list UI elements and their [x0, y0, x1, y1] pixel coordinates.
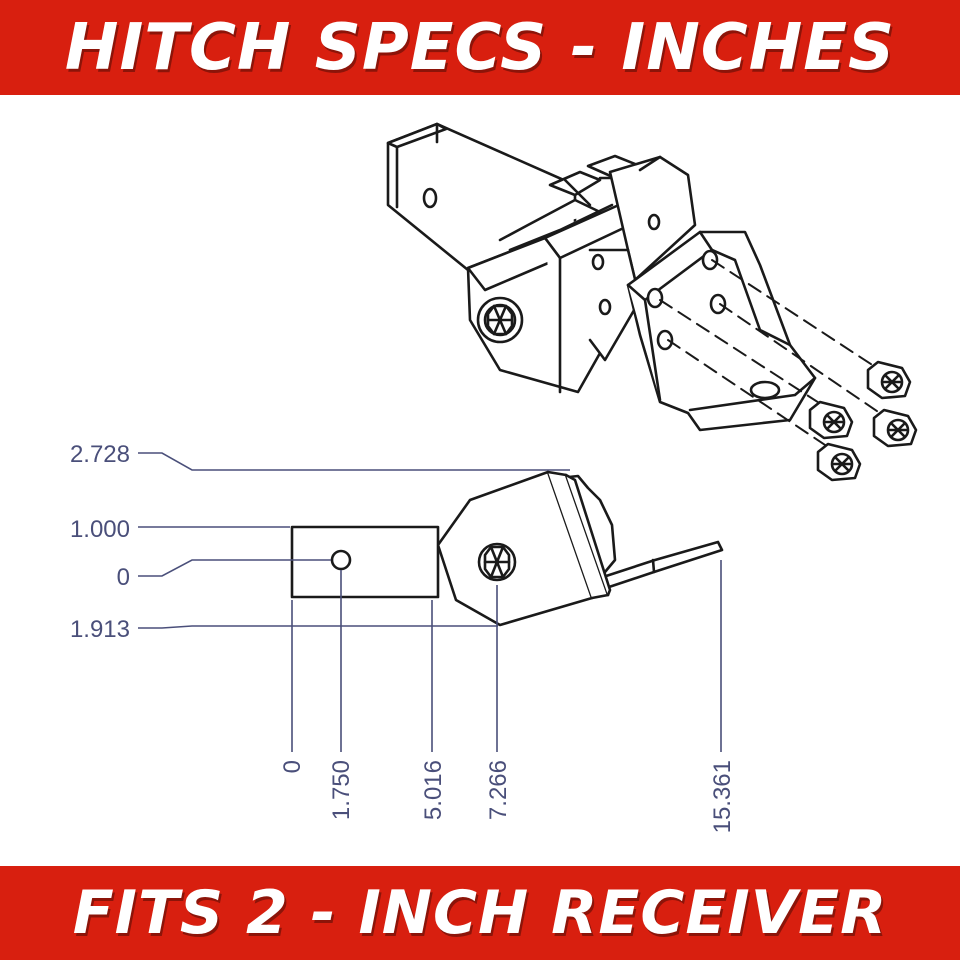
- leader-0: [138, 559, 331, 577]
- dim-label-h-1750: 1.750: [328, 760, 355, 820]
- dim-label-h-7266: 7.266: [485, 760, 512, 820]
- side-view: [290, 470, 724, 627]
- dim-label-h-15361: 15.361: [709, 760, 736, 833]
- dimension-lines: [138, 452, 722, 752]
- dimension-labels: 2.728 1.000 0 1.913 0 1.750 5.016 7.266 …: [70, 441, 736, 833]
- header-title: HITCH SPECS - INCHES: [64, 10, 896, 85]
- iso-loose-bolts: [808, 360, 918, 482]
- iso-bracket: [626, 230, 817, 432]
- iso-receiver-tube: [386, 122, 577, 272]
- leader-2728: [138, 452, 570, 471]
- dim-label-2728: 2.728: [70, 441, 130, 468]
- leader-1913: [138, 625, 498, 629]
- side-receiver-tube: [290, 525, 440, 599]
- iso-side-bolt-icon: [476, 296, 524, 344]
- dim-label-1000: 1.000: [70, 516, 130, 543]
- header-banner: HITCH SPECS - INCHES: [0, 0, 960, 95]
- bolt-icon: [816, 442, 862, 482]
- footer-banner: FITS 2 - INCH RECEIVER: [0, 866, 960, 960]
- bolt-icon: [872, 408, 918, 448]
- side-adapter-block: [436, 470, 612, 627]
- iso-bolt-paths: [659, 259, 891, 456]
- dim-label-0: 0: [117, 564, 130, 591]
- dim-label-h-0: 0: [279, 760, 306, 773]
- dim-label-h-5016: 5.016: [420, 760, 447, 820]
- side-bolt-icon: [477, 542, 517, 582]
- isometric-exploded-view: [386, 122, 918, 482]
- hitch-dimension-drawing: 2.728 1.000 0 1.913 0 1.750 5.016 7.266 …: [70, 122, 918, 833]
- bolt-icon: [866, 360, 912, 400]
- dim-label-1913: 1.913: [70, 616, 130, 643]
- footer-title: FITS 2 - INCH RECEIVER: [72, 878, 888, 948]
- bolt-icon: [808, 400, 854, 440]
